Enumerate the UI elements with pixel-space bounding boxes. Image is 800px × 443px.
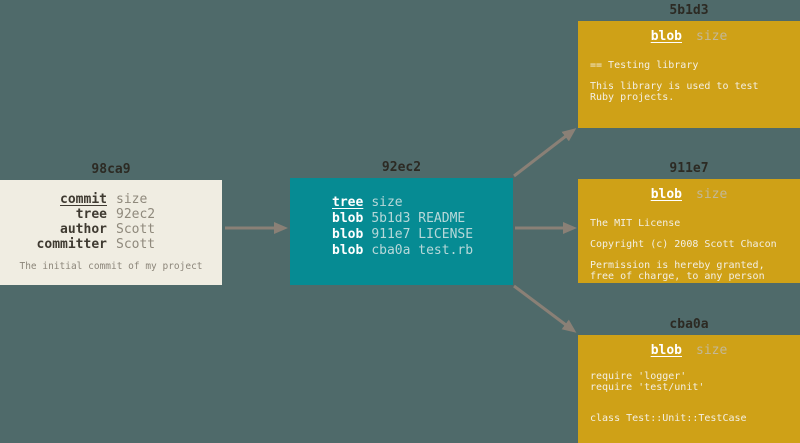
blob-id-label-5b1d3: 5b1d3 <box>669 3 709 18</box>
blob-type-label: blob <box>650 187 682 202</box>
blob-paragraph: This library is used to test Ruby projec… <box>578 81 800 103</box>
tree-row-value: 5b1d3 README <box>371 211 466 226</box>
tree-row: blob cba0a test.rb <box>332 243 513 259</box>
commit-row-key: commit <box>60 192 107 207</box>
blob-object-box-911e7: blob size The MIT License Copyright (c) 2… <box>578 179 800 283</box>
commit-row-key: author <box>60 222 107 237</box>
blob-line: require 'logger' <box>590 371 687 382</box>
commit-row-value: Scott <box>116 222 156 237</box>
arrow-tree-to-blob-cba0a <box>513 284 577 333</box>
tree-object-box: tree size blob 5b1d3 README blob 911e7 LICE… <box>290 178 513 285</box>
blob-id-label-911e7: 911e7 <box>669 161 709 176</box>
tree-rows: tree size blob 5b1d3 README blob 911e7 LICE… <box>290 178 513 259</box>
blob-line: == Testing library <box>590 60 699 71</box>
commit-row: committer Scott <box>0 237 222 252</box>
blob-line: class Test::Unit::TestCase <box>590 413 747 424</box>
arrow-tree-to-blob-5b1d3 <box>513 128 577 178</box>
tree-id-label: 92ec2 <box>381 160 422 175</box>
blob-object-box-cba0a: blob size require 'logger' require 'test/… <box>578 335 800 443</box>
commit-row-value: 92ec2 <box>116 207 156 222</box>
blob-paragraph: require 'logger' require 'test/unit' <box>578 371 800 393</box>
commit-message: The initial commit of my project <box>19 261 203 272</box>
blob-line: require 'test/unit' <box>590 382 705 393</box>
tree-row-value: cba0a test.rb <box>371 243 474 258</box>
blob-line: Permission is hereby granted, <box>590 260 765 271</box>
blob-paragraph: == Testing library <box>578 60 800 71</box>
blob-line: Ruby projects. <box>590 92 675 103</box>
blob-id-label-cba0a: cba0a <box>669 317 709 332</box>
blob-line: This library is used to test <box>590 81 759 92</box>
blob-header: blob size <box>578 343 800 358</box>
blob-header: blob size <box>578 187 800 202</box>
blob-object-box-5b1d3: blob size == Testing library This library… <box>578 21 800 128</box>
tree-row-key: blob <box>332 243 364 258</box>
blob-size-label: size <box>696 187 728 202</box>
commit-row: author Scott <box>0 222 222 237</box>
blob-paragraph: class Test::Unit::TestCase <box>578 413 800 424</box>
commit-id-label: 98ca9 <box>91 162 131 177</box>
commit-row: tree 92ec2 <box>0 207 222 222</box>
blob-size-label: size <box>696 343 728 358</box>
blob-line: Copyright (c) 2008 Scott Chacon <box>590 239 777 250</box>
commit-row-key: tree <box>75 207 107 222</box>
commit-row-value: size <box>116 192 148 207</box>
blob-line: free of charge, to any person <box>590 271 765 282</box>
tree-row-value: 911e7 LICENSE <box>371 227 474 242</box>
blob-type-label: blob <box>650 343 682 358</box>
blob-header: blob size <box>578 29 800 44</box>
commit-row: commit size <box>0 192 222 207</box>
tree-row-key: tree <box>332 195 364 210</box>
blob-line: The MIT License <box>590 218 681 229</box>
blob-paragraph: Copyright (c) 2008 Scott Chacon <box>578 239 800 250</box>
tree-row-key: blob <box>332 227 364 242</box>
blob-paragraph: Permission is hereby granted, free of ch… <box>578 260 800 282</box>
tree-row: blob 5b1d3 README <box>332 211 513 227</box>
blob-type-label: blob <box>650 29 682 44</box>
tree-row-value: size <box>371 195 403 210</box>
tree-row-key: blob <box>332 211 364 226</box>
commit-row-key: committer <box>36 237 107 252</box>
blob-size-label: size <box>696 29 728 44</box>
commit-row-value: Scott <box>116 237 156 252</box>
tree-row: tree size <box>332 195 513 211</box>
blob-paragraph: The MIT License <box>578 218 800 229</box>
tree-row: blob 911e7 LICENSE <box>332 227 513 243</box>
